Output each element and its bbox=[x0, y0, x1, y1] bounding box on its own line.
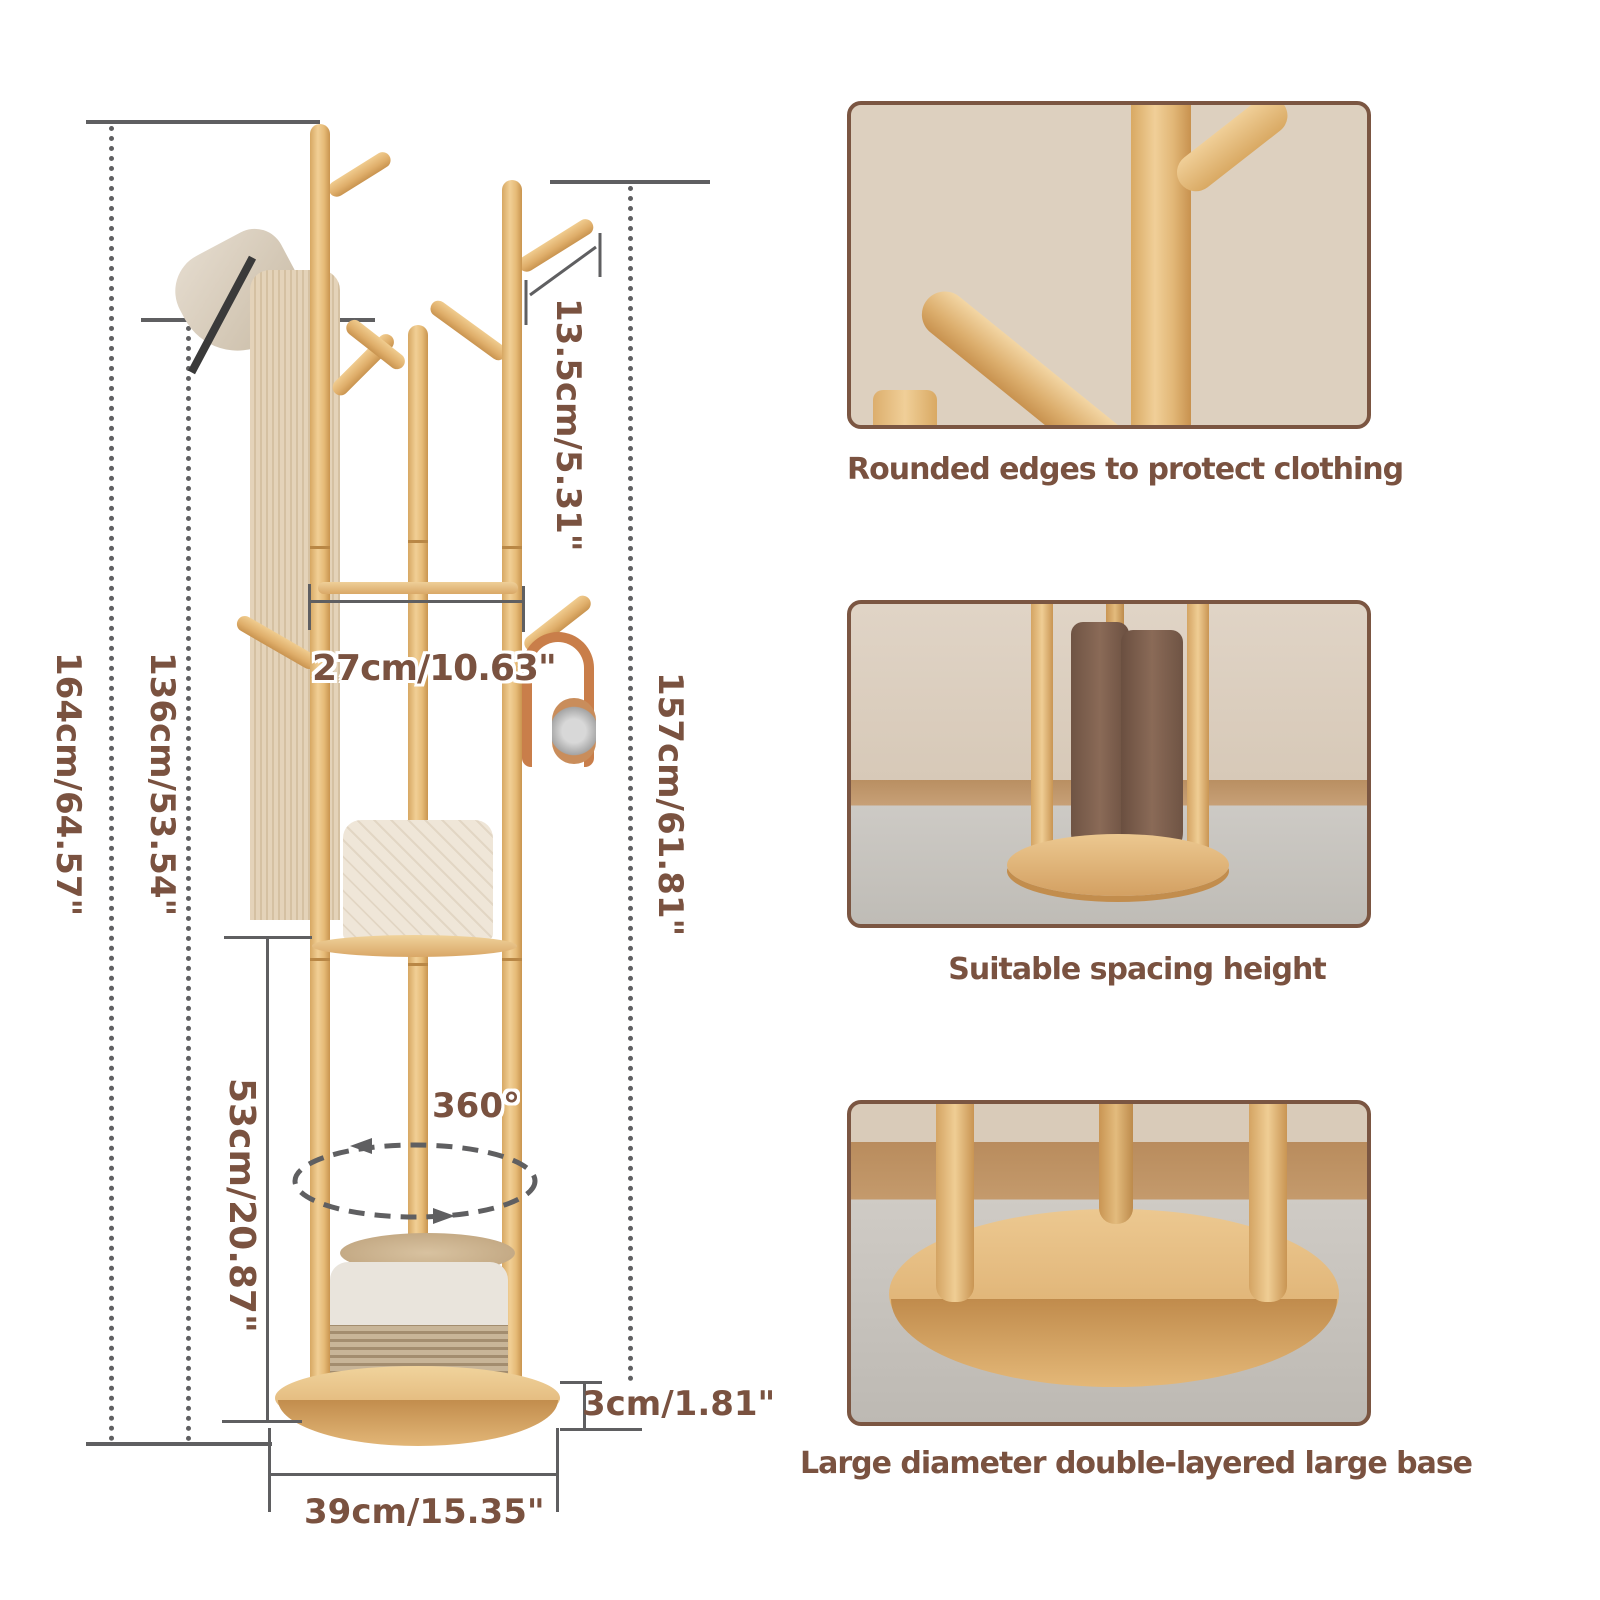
right-pole bbox=[502, 180, 522, 1380]
left-pole bbox=[310, 124, 330, 1389]
feature-caption-rounded-edges: Rounded edges to protect clothing bbox=[847, 452, 1404, 487]
hook bbox=[515, 216, 597, 275]
base-bottom-layer bbox=[278, 1400, 558, 1446]
headphone-cup bbox=[552, 698, 596, 764]
pole-joint bbox=[408, 963, 428, 966]
base-closeup-pole-left bbox=[936, 1104, 974, 1302]
lower-tier-bottom-line bbox=[222, 1420, 302, 1423]
frame-width-right-tick bbox=[522, 586, 525, 632]
feature-caption-spacing-height: Suitable spacing height bbox=[948, 952, 1326, 987]
feature-panel-spacing-height bbox=[847, 600, 1371, 928]
base-closeup-pole-center bbox=[1099, 1104, 1133, 1224]
rotation-arrow-icon bbox=[292, 1138, 538, 1224]
total-height-bottom-line bbox=[86, 1442, 272, 1446]
frame-width-left-tick bbox=[308, 584, 311, 630]
pole-joint bbox=[502, 546, 522, 549]
total-height-top-line bbox=[86, 120, 320, 124]
base-thickness-label: 3cm/1.81" bbox=[582, 1384, 776, 1424]
base-diameter-label: 39cm/15.35" bbox=[304, 1492, 545, 1532]
lower-tier-label: 53cm/20.87" bbox=[221, 1078, 262, 1333]
base-thickness-line bbox=[583, 1381, 586, 1429]
boots-pole-right bbox=[1187, 604, 1209, 864]
boots-base bbox=[1007, 834, 1229, 896]
dimension-diagram: 164cm/64.57" 136cm/53.54" 157cm/61.81" 1… bbox=[48, 120, 776, 1532]
hook-length-indicator bbox=[524, 233, 602, 325]
hook-closeup-pole bbox=[1131, 105, 1191, 425]
hook-closeup-pole-stub bbox=[873, 390, 937, 425]
headphones-icon bbox=[522, 632, 594, 767]
hook-closeup-rounded-peg bbox=[912, 282, 1152, 425]
upper-crossbar bbox=[318, 582, 518, 594]
coat-rack-illustration bbox=[161, 124, 597, 1446]
middle-shelf bbox=[312, 935, 517, 957]
base-diameter-left-tick bbox=[268, 1428, 271, 1512]
total-height-dotted-line bbox=[109, 126, 114, 1442]
frame-width-line bbox=[308, 600, 525, 603]
hook bbox=[325, 149, 394, 200]
base-closeup-bottom-layer bbox=[891, 1299, 1337, 1387]
base-closeup-pole-right bbox=[1249, 1104, 1287, 1302]
feature-caption-double-base: Large diameter double-layered large base bbox=[800, 1446, 1473, 1481]
pole-joint bbox=[408, 540, 428, 543]
boots-pole-left bbox=[1031, 604, 1053, 864]
side-pole-dotted-line bbox=[628, 186, 633, 1382]
pole-joint bbox=[310, 546, 330, 549]
hook bbox=[427, 297, 510, 364]
handbag-icon bbox=[343, 820, 493, 940]
feature-panel-double-base bbox=[847, 1100, 1371, 1426]
frame-width-label: 27cm/10.63" bbox=[312, 648, 557, 689]
lower-tier-line bbox=[266, 936, 269, 1422]
base-thickness-top-line bbox=[560, 1381, 602, 1384]
boot-right-icon bbox=[1121, 630, 1183, 862]
side-pole-top-line bbox=[550, 180, 710, 184]
base-thickness-bottom-line bbox=[560, 1428, 642, 1431]
pole-joint bbox=[310, 958, 330, 961]
feature-panel-rounded-edges bbox=[847, 101, 1371, 429]
hook-height-dotted-line bbox=[186, 326, 191, 1442]
rotation-label: 360° bbox=[432, 1086, 520, 1126]
pole-joint bbox=[502, 958, 522, 961]
base-diameter-right-tick bbox=[556, 1428, 559, 1512]
boot-left-icon bbox=[1071, 622, 1129, 854]
base-diameter-line bbox=[268, 1473, 558, 1476]
